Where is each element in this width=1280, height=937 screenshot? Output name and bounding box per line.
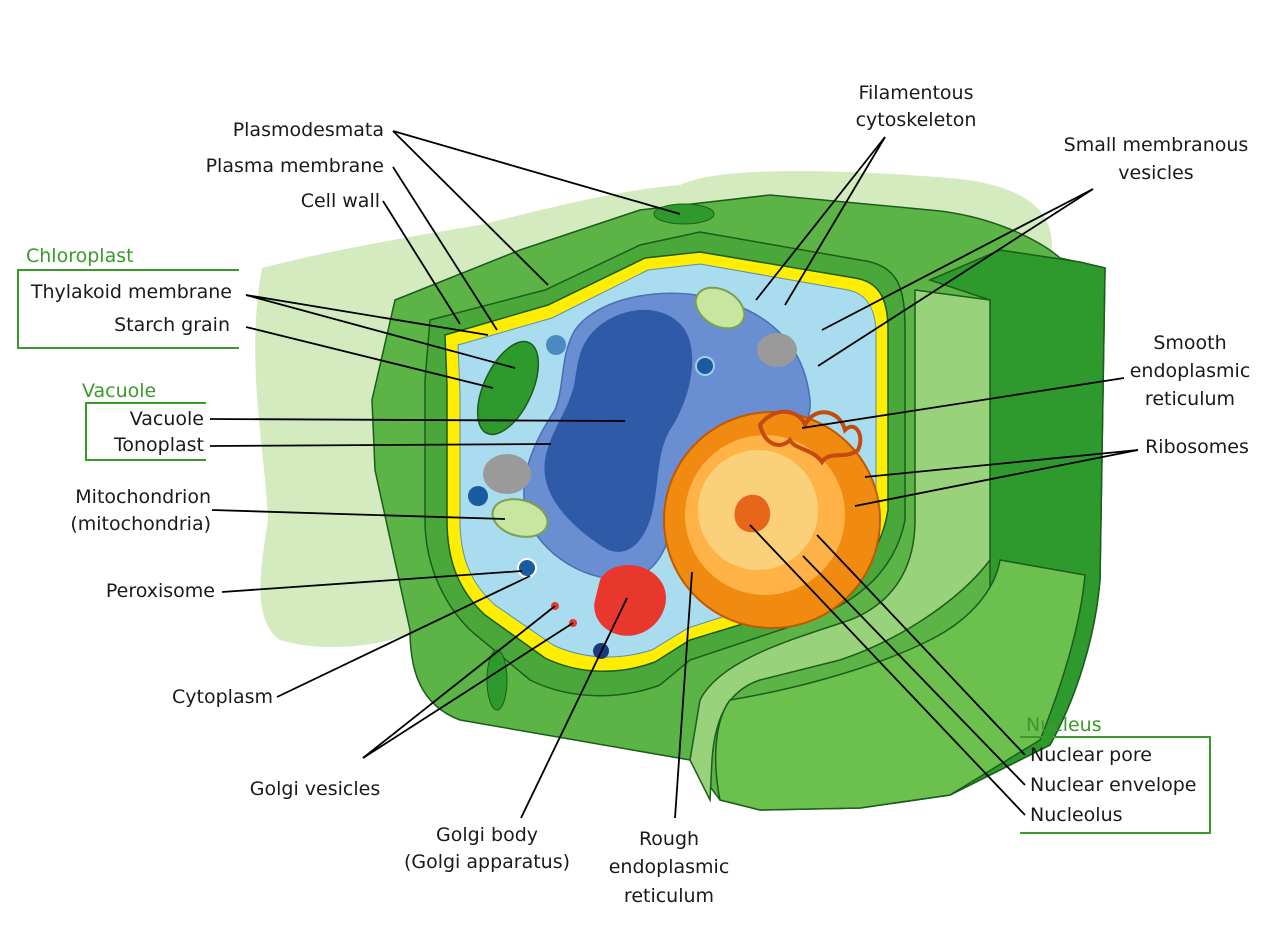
label-vacuole-group: Vacuole [82, 380, 156, 402]
leader-rough-er [674, 571, 693, 819]
leader-smooth-er [801, 377, 1125, 429]
label-smooth-er-1: Smooth [1153, 332, 1226, 354]
nucleus-group-box [1020, 736, 1211, 834]
label-mitochondrion-1: Mitochondrion [75, 486, 211, 508]
leader-nuclear-envelope [802, 555, 1026, 786]
label-rough-er-2: endoplasmic [609, 856, 730, 878]
leader-plasmodesmata-b [392, 130, 681, 215]
label-smooth-er-2: endoplasmic [1130, 360, 1251, 382]
leader-small-vesicles-a [821, 188, 1094, 331]
mitochondrion-top [694, 286, 746, 330]
leader-thylakoid-b [245, 294, 516, 369]
label-starch-grain: Starch grain [114, 314, 230, 336]
leader-golgi-vesicles-a [362, 605, 556, 759]
label-thylakoid-membrane: Thylakoid membrane [30, 281, 232, 303]
chloroplast-top [653, 203, 715, 225]
chloroplast-upper [476, 340, 540, 436]
label-small-vesicles-1: Small membranous [1064, 134, 1249, 156]
cell-wall-light-panel [689, 289, 991, 803]
label-plasma-membrane: Plasma membrane [206, 155, 384, 177]
label-filamentous-2: cytoskeleton [856, 109, 977, 131]
vacuole-group-box [85, 402, 206, 461]
chloroplast-group-box [17, 269, 239, 349]
peroxisome-body [517, 558, 537, 578]
label-smooth-er-3: reticulum [1145, 388, 1235, 410]
leader-vacuole [209, 418, 626, 422]
grey-vesicle-1 [483, 454, 531, 494]
leader-ribosomes-a [864, 449, 1139, 478]
label-small-vesicles-2: vesicles [1118, 162, 1193, 184]
label-mitochondrion-2: (mitochondria) [70, 513, 211, 535]
leader-small-vesicles-b [817, 188, 1094, 367]
smooth-er [757, 409, 863, 466]
leader-thylakoid-a [245, 294, 489, 336]
nucleolus [734, 494, 771, 533]
leader-filamentous-a [755, 136, 886, 301]
chloroplast-bottom [486, 649, 508, 711]
label-tonoplast: Tonoplast [113, 434, 204, 456]
label-cytoplasm: Cytoplasm [172, 686, 273, 708]
leader-mitochondrion [211, 509, 506, 520]
leader-nuclear-pore [816, 534, 1026, 756]
blue-vesicle-2 [468, 486, 488, 506]
label-peroxisome: Peroxisome [106, 580, 215, 602]
label-nuclear-envelope: Nuclear envelope [1030, 774, 1196, 796]
label-ribosomes: Ribosomes [1145, 436, 1249, 458]
leader-peroxisome [221, 570, 523, 593]
blue-vesicle-1 [546, 335, 566, 355]
label-vacuole: Vacuole [130, 408, 204, 430]
vacuole [544, 309, 693, 552]
leader-cytoplasm [276, 575, 531, 698]
grey-vesicle-2 [757, 333, 797, 367]
label-filamentous-1: Filamentous [858, 82, 973, 104]
label-nucleolus: Nucleolus [1030, 804, 1123, 826]
leader-starch-grain [245, 326, 494, 389]
label-rough-er-1: Rough [639, 828, 699, 850]
leader-tonoplast [209, 443, 552, 447]
vesicle-near-vacuole [695, 356, 715, 376]
label-golgi-body-2: (Golgi apparatus) [404, 851, 570, 873]
leader-ribosomes-b [854, 449, 1139, 507]
leader-plasmodesmata-a [392, 130, 549, 286]
leader-golgi-body [520, 597, 628, 819]
leader-filamentous-b [784, 136, 886, 306]
golgi-body [594, 565, 666, 636]
label-plasmodesmata: Plasmodesmata [233, 119, 384, 141]
cell-wall-bottom-face [714, 559, 1086, 811]
mitochondrion-left [491, 498, 549, 538]
leader-plasma-membrane [392, 166, 498, 331]
label-nuclear-pore: Nuclear pore [1030, 744, 1152, 766]
label-rough-er-3: reticulum [624, 885, 714, 907]
label-golgi-vesicles: Golgi vesicles [250, 778, 380, 800]
leader-nucleolus [749, 524, 1026, 816]
leader-cell-wall [382, 200, 461, 325]
label-chloroplast-group: Chloroplast [26, 245, 134, 267]
label-cell-wall: Cell wall [301, 190, 380, 212]
label-golgi-body-1: Golgi body [436, 824, 538, 846]
leader-golgi-vesicles-b [362, 622, 574, 759]
label-nucleus-group: Nucleus [1026, 714, 1102, 736]
leader-lines [209, 130, 1139, 819]
